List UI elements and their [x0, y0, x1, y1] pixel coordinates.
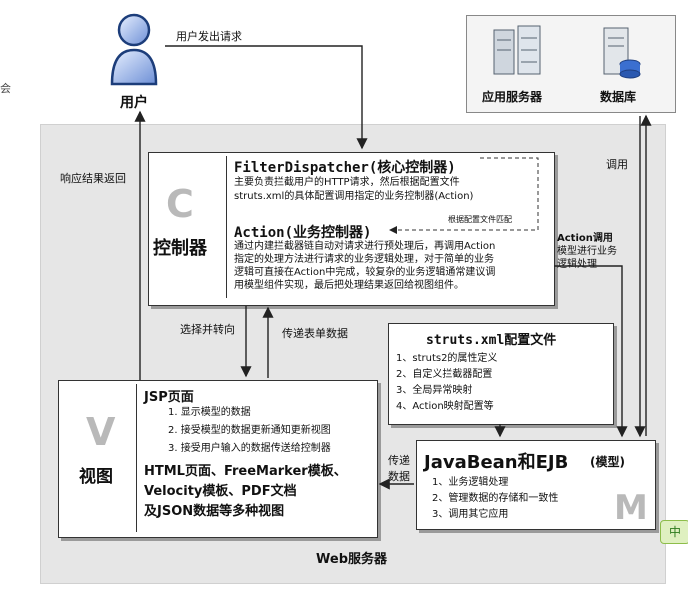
- controller-divider: [226, 156, 227, 298]
- struts-config-box: [388, 323, 614, 425]
- config-match-arrow: [389, 157, 539, 234]
- controller-box: [148, 152, 555, 306]
- action-desc-line-1: 通过内建拦截器链自动对请求进行预处理后，再调用Action: [234, 241, 496, 252]
- view-other-line-3: 及JSON数据等多种视图: [144, 504, 285, 519]
- pass-form-label: 传递表单数据: [282, 327, 348, 340]
- match-note: 根据配置文件匹配: [448, 215, 512, 224]
- model-title: JavaBean和EJB: [424, 452, 569, 473]
- model-letter: M: [614, 488, 648, 528]
- app-server-icon: [493, 25, 541, 75]
- view-divider: [136, 384, 137, 532]
- edge-fragment-right: 中: [660, 520, 688, 544]
- action-call-line-1: Action调用: [557, 233, 613, 244]
- controller-letter: C: [166, 182, 194, 226]
- request-arrow: [165, 45, 368, 150]
- view-letter: V: [86, 410, 116, 454]
- view-other-line-1: HTML页面、FreeMarker模板、: [144, 464, 347, 479]
- filter-desc-line-1: 主要负责拦截用户的HTTP请求，然后根据配置文件: [234, 177, 460, 188]
- controller-name: 控制器: [153, 238, 207, 259]
- struts-title: struts.xml配置文件: [426, 333, 557, 348]
- struts-item-2: 2、自定义拦截器配置: [396, 369, 493, 380]
- action-call-line-2: 模型进行业务: [557, 246, 617, 257]
- model-item-1: 1、业务逻辑处理: [432, 477, 509, 488]
- model-subtitle: (模型): [590, 455, 625, 469]
- database-icon: [603, 27, 641, 79]
- struts-item-1: 1、struts2的属性定义: [396, 353, 498, 364]
- action-title: Action(业务控制器): [234, 225, 372, 241]
- filter-desc-line-2: struts.xml的具体配置调用指定的业务控制器(Action): [234, 191, 474, 202]
- filter-dispatcher-title: FilterDispatcher(核心控制器): [234, 160, 456, 176]
- jsp-item-3: 3. 接受用户输入的数据传送给控制器: [168, 443, 331, 454]
- jsp-item-1: 1. 显示模型的数据: [168, 407, 251, 418]
- jsp-title: JSP页面: [144, 390, 194, 405]
- action-call-arrow: [554, 265, 628, 438]
- pass-data-line-1: 传递: [388, 454, 410, 467]
- model-item-3: 3、调用其它应用: [432, 509, 509, 520]
- user-icon: [110, 13, 158, 86]
- action-desc-line-3: 逻辑可直接在Action中完成，较复杂的业务逻辑通常建议调: [234, 267, 496, 278]
- action-desc-line-2: 指定的处理方法进行请求的业务逻辑处理，对于简单的业务: [234, 254, 494, 265]
- jsp-item-2: 2. 接受模型的数据更新通知更新视图: [168, 425, 331, 436]
- view-box: [58, 380, 378, 538]
- call-label: 调用: [606, 158, 628, 171]
- pass-data-line-2: 数据: [388, 470, 410, 483]
- select-forward-label: 选择并转向: [180, 323, 235, 336]
- edge-fragment-left: 会: [0, 82, 11, 95]
- response-label: 响应结果返回: [60, 172, 126, 185]
- model-item-2: 2、管理数据的存储和一致性: [432, 493, 559, 504]
- action-desc-line-4: 用模型组件实现，最后把处理结果返回给视图组件。: [234, 280, 464, 291]
- web-server-label: Web服务器: [316, 552, 387, 567]
- struts-item-4: 4、Action映射配置等: [396, 401, 494, 412]
- model-box: [416, 440, 656, 530]
- struts-item-3: 3、全局异常映射: [396, 385, 473, 396]
- app-server-label: 应用服务器: [482, 90, 543, 104]
- database-label: 数据库: [600, 90, 637, 104]
- view-name: 视图: [79, 467, 113, 487]
- action-call-line-3: 逻辑处理: [557, 259, 597, 270]
- request-label: 用户发出请求: [176, 30, 242, 43]
- user-label: 用户: [120, 95, 148, 111]
- view-other-line-2: Velocity模板、PDF文档: [144, 484, 297, 499]
